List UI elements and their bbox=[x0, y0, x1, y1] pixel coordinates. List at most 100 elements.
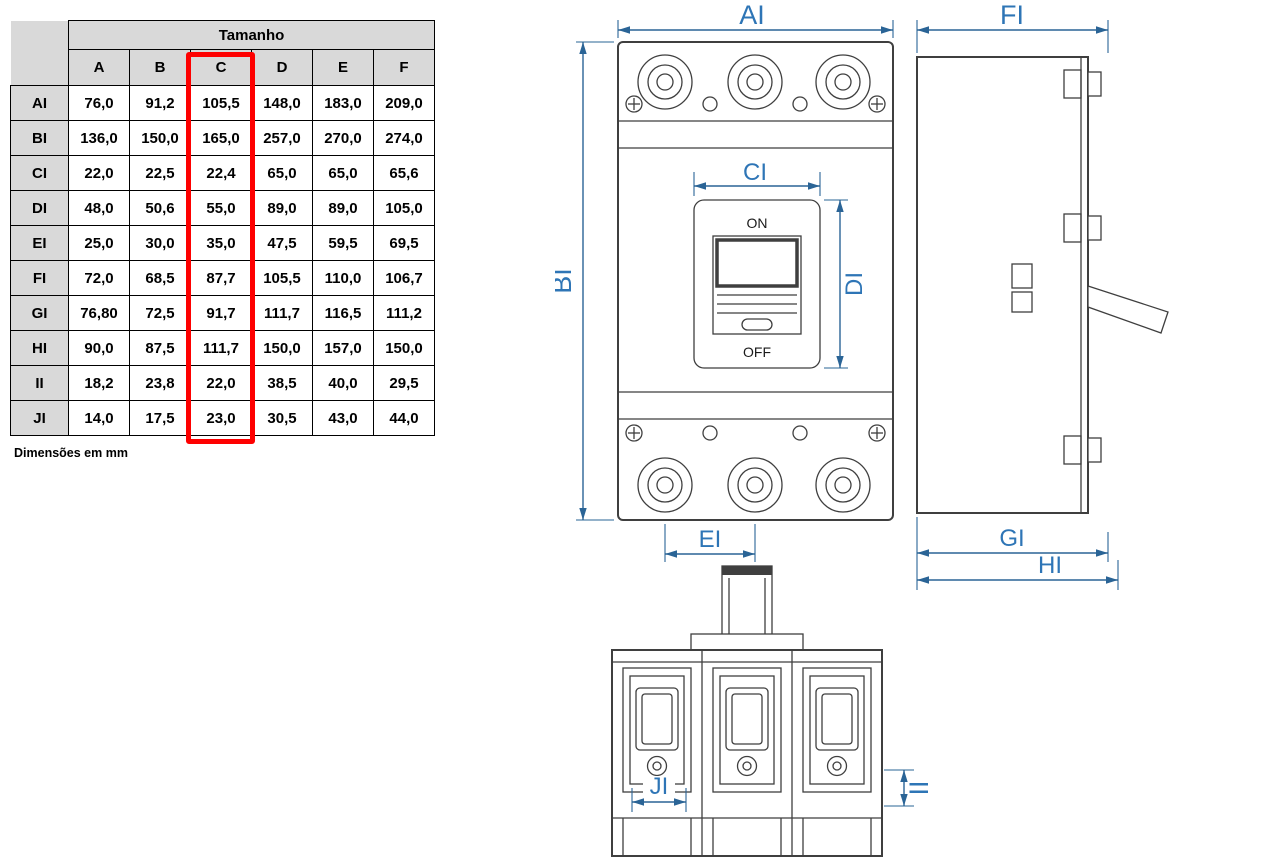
bottom-pole bbox=[802, 667, 872, 793]
dim-label-fi: FI bbox=[1000, 0, 1024, 30]
table-cell: 65,0 bbox=[251, 155, 313, 191]
dim-label-gi: GI bbox=[999, 525, 1024, 552]
table-cell: 150,0 bbox=[251, 330, 313, 366]
front-view: ON OFF bbox=[617, 41, 894, 521]
table-cell: 105,0 bbox=[373, 190, 435, 226]
table-cell: 91,7 bbox=[190, 295, 252, 331]
switch-on-label: ON bbox=[747, 215, 768, 231]
table-cell: 136,0 bbox=[68, 120, 130, 156]
dim-label-ei: EI bbox=[699, 526, 722, 553]
screw-icon bbox=[625, 424, 886, 442]
table-cell: 87,5 bbox=[129, 330, 191, 366]
column-header-e: E bbox=[312, 49, 374, 86]
table-cell: 14,0 bbox=[68, 400, 130, 436]
table-cell: 48,0 bbox=[68, 190, 130, 226]
dimension-ci: CI bbox=[693, 159, 821, 196]
table-cell: 110,0 bbox=[312, 260, 374, 296]
side-view bbox=[916, 56, 1169, 514]
table-cell: 72,5 bbox=[129, 295, 191, 331]
table-cell: 165,0 bbox=[190, 120, 252, 156]
table-cell: 150,0 bbox=[373, 330, 435, 366]
dim-label-bi: BI bbox=[555, 268, 577, 294]
mounting-hole bbox=[792, 96, 808, 112]
table-corner bbox=[10, 20, 69, 50]
table-cell: 111,2 bbox=[373, 295, 435, 331]
row-label: FI bbox=[10, 260, 69, 296]
switch-off-label: OFF bbox=[743, 344, 771, 360]
table-cell: 148,0 bbox=[251, 85, 313, 121]
table-cell: 43,0 bbox=[312, 400, 374, 436]
table-cell: 35,0 bbox=[190, 225, 252, 261]
side-handle bbox=[1087, 285, 1169, 334]
dim-label-hi: HI bbox=[1038, 552, 1062, 579]
row-label: BI bbox=[10, 120, 69, 156]
dimension-gi: GI bbox=[916, 517, 1109, 590]
table-cell: 111,7 bbox=[251, 295, 313, 331]
bottom-view bbox=[611, 565, 883, 857]
table-cell: 18,2 bbox=[68, 365, 130, 401]
table-cell: 105,5 bbox=[190, 85, 252, 121]
dimension-bi: BI bbox=[555, 41, 614, 521]
toggle-switch: ON OFF bbox=[693, 199, 821, 369]
table-corner bbox=[10, 49, 69, 86]
front-top-terminals bbox=[637, 54, 871, 110]
dim-label-ii: II bbox=[904, 780, 934, 795]
dim-label-ai: AI bbox=[739, 0, 765, 30]
side-clip bbox=[1087, 215, 1102, 241]
table-cell: 150,0 bbox=[129, 120, 191, 156]
table-cell: 55,0 bbox=[190, 190, 252, 226]
dimension-hi: HI bbox=[917, 552, 1119, 590]
row-label: DI bbox=[10, 190, 69, 226]
table-cell: 87,7 bbox=[190, 260, 252, 296]
table-title: Tamanho bbox=[68, 20, 435, 50]
table-cell: 76,80 bbox=[68, 295, 130, 331]
dim-label-di: DI bbox=[841, 272, 868, 296]
column-header-d: D bbox=[251, 49, 313, 86]
table-cell: 90,0 bbox=[68, 330, 130, 366]
mounting-hole bbox=[702, 425, 718, 441]
column-header-c: C bbox=[190, 49, 252, 86]
column-header-f: F bbox=[373, 49, 435, 86]
row-label: AI bbox=[10, 85, 69, 121]
table-cell: 106,7 bbox=[373, 260, 435, 296]
table-cell: 157,0 bbox=[312, 330, 374, 366]
mounting-hole bbox=[792, 425, 808, 441]
table-cell: 76,0 bbox=[68, 85, 130, 121]
table-cell: 68,5 bbox=[129, 260, 191, 296]
dimension-ei: EI bbox=[664, 524, 756, 562]
dimension-ai: AI bbox=[617, 0, 894, 38]
table-cell: 91,2 bbox=[129, 85, 191, 121]
column-header-b: B bbox=[129, 49, 191, 86]
table-cell: 257,0 bbox=[251, 120, 313, 156]
table-cell: 50,6 bbox=[129, 190, 191, 226]
switch-handle bbox=[715, 238, 799, 288]
table-cell: 270,0 bbox=[312, 120, 374, 156]
table-cell: 69,5 bbox=[373, 225, 435, 261]
dim-label-ci: CI bbox=[743, 159, 767, 186]
technical-drawing: ON OFF bbox=[555, 0, 1169, 857]
front-bottom-terminals bbox=[637, 457, 871, 513]
row-label: II bbox=[10, 365, 69, 401]
table-cell: 65,0 bbox=[312, 155, 374, 191]
table-cell: 29,5 bbox=[373, 365, 435, 401]
table-cell: 38,5 bbox=[251, 365, 313, 401]
table-cell: 22,0 bbox=[190, 365, 252, 401]
table-cell: 30,5 bbox=[251, 400, 313, 436]
screw-icon bbox=[625, 95, 886, 113]
table-cell: 111,7 bbox=[190, 330, 252, 366]
table-title-row: Tamanho bbox=[10, 20, 435, 50]
dimension-ii: II bbox=[884, 769, 934, 807]
row-label: CI bbox=[10, 155, 69, 191]
table-cell: 23,0 bbox=[190, 400, 252, 436]
